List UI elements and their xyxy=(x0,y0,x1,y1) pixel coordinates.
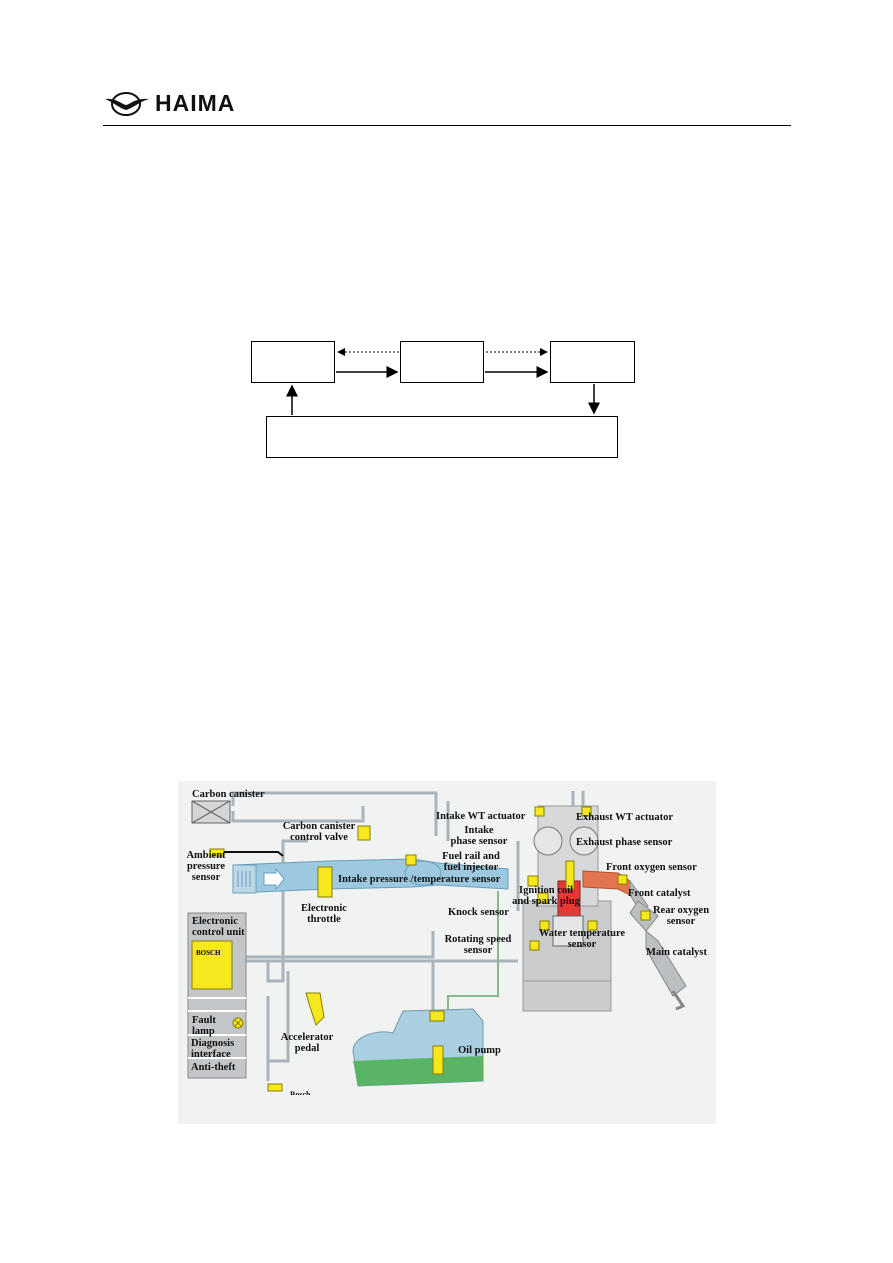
exhaust-cam-gear-icon xyxy=(569,826,599,856)
label-exhaust-phase-sensor: Exhaust phase sensor xyxy=(576,837,673,848)
accelerator-pedal-icon xyxy=(305,992,325,1026)
label-water-temp-sensor: Water temperature sensor xyxy=(538,928,626,950)
label-fuel-rail-injector: Fuel rail and fuel injector xyxy=(442,851,500,873)
label-rotating-speed-sensor: Rotating speed sensor xyxy=(444,934,512,956)
label-electronic-throttle: Electronic throttle xyxy=(301,903,347,925)
rear-oxygen-sensor-icon xyxy=(640,910,651,921)
legend-swatch xyxy=(267,1083,283,1092)
engine-oil-pan xyxy=(522,975,612,1012)
main-catalyst-icon xyxy=(645,929,687,997)
flow-box-bottom xyxy=(266,416,618,458)
label-intake-vvt-actuator: Intake WT actuator xyxy=(436,811,526,822)
piston-icon xyxy=(552,915,584,947)
water-temp-sensor-icon xyxy=(587,920,598,931)
header-divider xyxy=(103,125,791,126)
label-ambient-pressure-sensor: Ambient pressure sensor xyxy=(186,850,226,883)
label-knock-sensor: Knock sensor xyxy=(448,907,509,918)
flow-box-right xyxy=(550,341,635,383)
speed-sensor-icon xyxy=(529,940,540,951)
label-legend-bosch: Bosch xyxy=(290,1090,311,1095)
haima-wing-logo-icon xyxy=(105,92,149,116)
flow-box-left xyxy=(251,341,335,383)
flow-box-middle xyxy=(400,341,484,383)
engine-system-diagram: Carbon canister Carbon canister control … xyxy=(178,781,716,1124)
fuel-lines xyxy=(447,891,499,1016)
label-carbon-canister: Carbon canister xyxy=(192,789,265,800)
oil-pump-icon xyxy=(432,1045,444,1075)
intake-cam-gear-icon xyxy=(533,826,563,856)
engine-diagram-artwork xyxy=(187,791,687,1092)
label-intake-pressure-temp-sensor: Intake pressure /temperature sensor xyxy=(338,874,501,885)
label-ignition-coil: Ignition coil and spark plug xyxy=(512,885,580,907)
label-diagnosis-interface: Diagnosis interface xyxy=(191,1038,235,1060)
label-rear-oxygen-sensor: Rear oxygen sensor xyxy=(652,905,710,927)
label-exhaust-vvt-actuator: Exhaust WT actuator xyxy=(576,812,674,823)
label-ecu: Electronic control unit xyxy=(192,916,245,938)
ecu-module-icon xyxy=(191,940,233,990)
label-ecu-brand: BOSCH xyxy=(196,949,221,957)
front-oxygen-sensor-icon xyxy=(617,874,628,885)
label-fault-lamp: Fault lamp xyxy=(192,1015,216,1037)
label-canister-valve: Carbon canister control valve xyxy=(282,821,356,843)
airflow-arrow-icon xyxy=(263,867,285,891)
label-front-oxygen-sensor: Front oxygen sensor xyxy=(606,862,697,873)
label-main-catalyst: Main catalyst xyxy=(646,947,707,958)
electronic-throttle-icon xyxy=(317,866,333,898)
label-anti-theft: Anti-theft xyxy=(191,1062,236,1073)
knock-sensor-icon xyxy=(539,920,550,931)
label-oil-pump: Oil pump xyxy=(458,1045,501,1056)
label-front-catalyst: Front catalyst xyxy=(628,888,691,899)
brand-wordmark: HAIMA xyxy=(155,90,236,116)
label-intake-phase-sensor: Intake phase sensor xyxy=(450,825,508,847)
fuel-injector-icon xyxy=(537,892,549,904)
label-accelerator-pedal: Accelerator pedal xyxy=(280,1032,334,1054)
intake-pressure-sensor-icon xyxy=(405,854,417,866)
canister-valve-icon xyxy=(357,825,371,841)
ignition-coil-icon xyxy=(565,860,575,890)
